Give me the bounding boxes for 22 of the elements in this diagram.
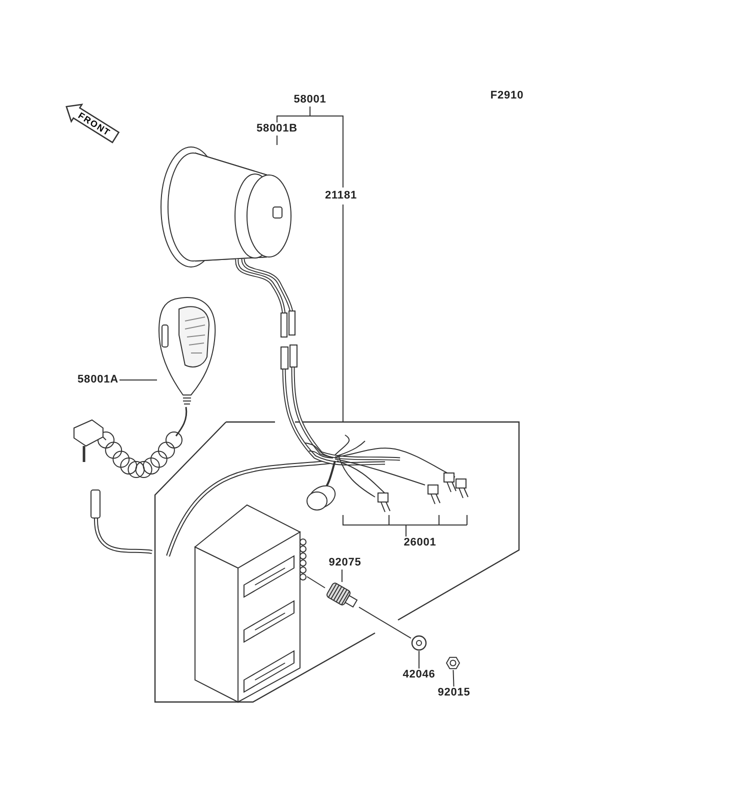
microphone-drawing xyxy=(157,295,217,407)
callout-number: 58001A xyxy=(76,374,120,386)
callout-number: 58001B xyxy=(256,122,298,136)
nut-drawing xyxy=(446,656,460,670)
leader-line xyxy=(276,135,278,146)
leader-line xyxy=(358,606,412,639)
amplifier-box-drawing xyxy=(195,505,307,702)
leader-line xyxy=(310,106,344,422)
callout-number: 92075 xyxy=(328,556,362,570)
leader-line xyxy=(342,514,468,537)
figure-code: F2910 xyxy=(489,90,525,102)
leader-line xyxy=(306,576,326,588)
assembly-outline xyxy=(155,422,520,703)
callout-number: 58001 xyxy=(292,94,328,106)
bolt-drawing xyxy=(325,582,359,610)
washer-drawing xyxy=(411,635,427,651)
callout-number: 26001 xyxy=(402,536,438,550)
callout-number: 92015 xyxy=(436,686,472,700)
leader-line xyxy=(418,650,420,669)
leader-line xyxy=(452,670,454,687)
callout-number: 42046 xyxy=(402,668,436,682)
callout-number: 21181 xyxy=(323,188,359,204)
